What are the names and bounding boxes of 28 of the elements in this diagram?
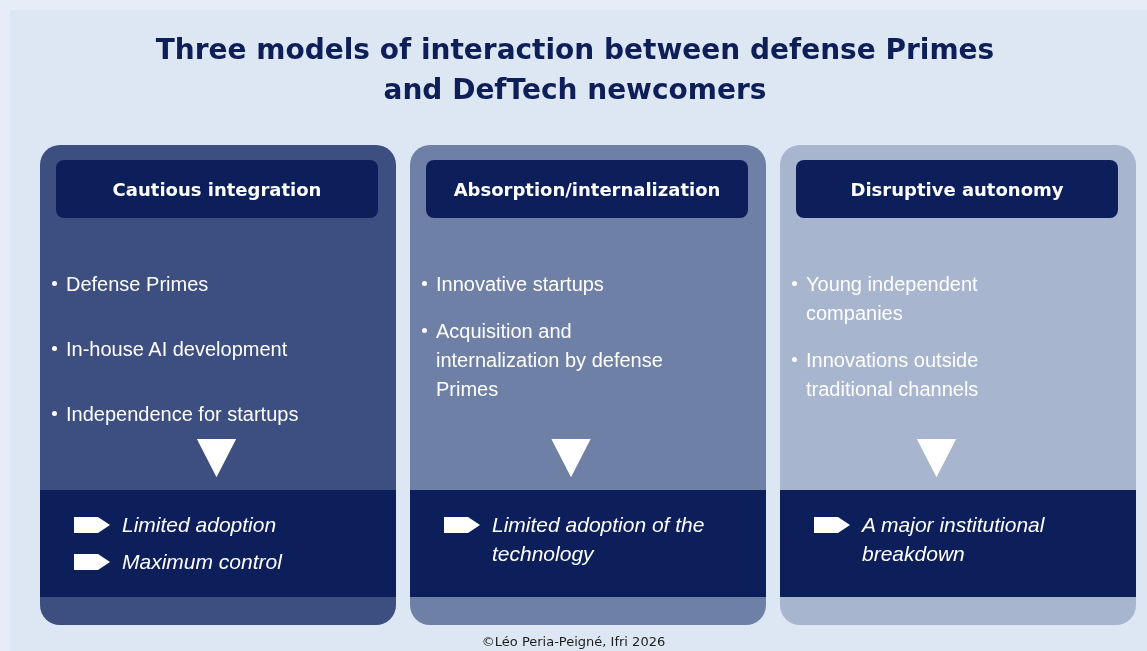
outcome-text: Maximum control xyxy=(122,549,282,575)
outcome-text: Limited adoption xyxy=(122,512,277,538)
model-panel xyxy=(780,145,1136,625)
outcome-band xyxy=(40,490,396,597)
bullet-text: In-house AI development xyxy=(66,337,288,362)
model-panel xyxy=(40,145,396,625)
bullet-text: Innovative startups xyxy=(436,272,604,297)
bullet-text: Innovations outside traditional channels xyxy=(806,348,980,402)
model-panel xyxy=(410,145,766,625)
copyright-caption: ©Léo Peria-Peigné, Ifri 2026 xyxy=(481,634,666,649)
down-arrow xyxy=(196,439,237,478)
down-arrow xyxy=(551,439,591,478)
outcome-text: Limited adoption of the technology xyxy=(492,512,706,567)
outcome-text: A major institutional breakdown xyxy=(862,512,1046,567)
bullet-text: Acquisition and internalization by defense Primes xyxy=(436,319,664,402)
bullet-text: Defense Primes xyxy=(66,272,209,297)
outcome-band xyxy=(410,490,766,597)
column-heading: Disruptive autonomy xyxy=(850,178,1064,200)
down-arrow xyxy=(916,439,957,478)
column-heading: Cautious integration xyxy=(112,178,322,200)
diagram-title: Three models of interaction between defense Primes and DefTech newcomers xyxy=(154,32,996,108)
bullet-text: Independence for startups xyxy=(66,402,299,427)
header-box xyxy=(796,160,1118,218)
bullet-text: Young independent companies xyxy=(806,272,979,326)
header-box xyxy=(426,160,748,218)
outcome-band xyxy=(780,490,1136,597)
column-heading: Absorption/internalization xyxy=(453,178,721,200)
header-box xyxy=(56,160,378,218)
